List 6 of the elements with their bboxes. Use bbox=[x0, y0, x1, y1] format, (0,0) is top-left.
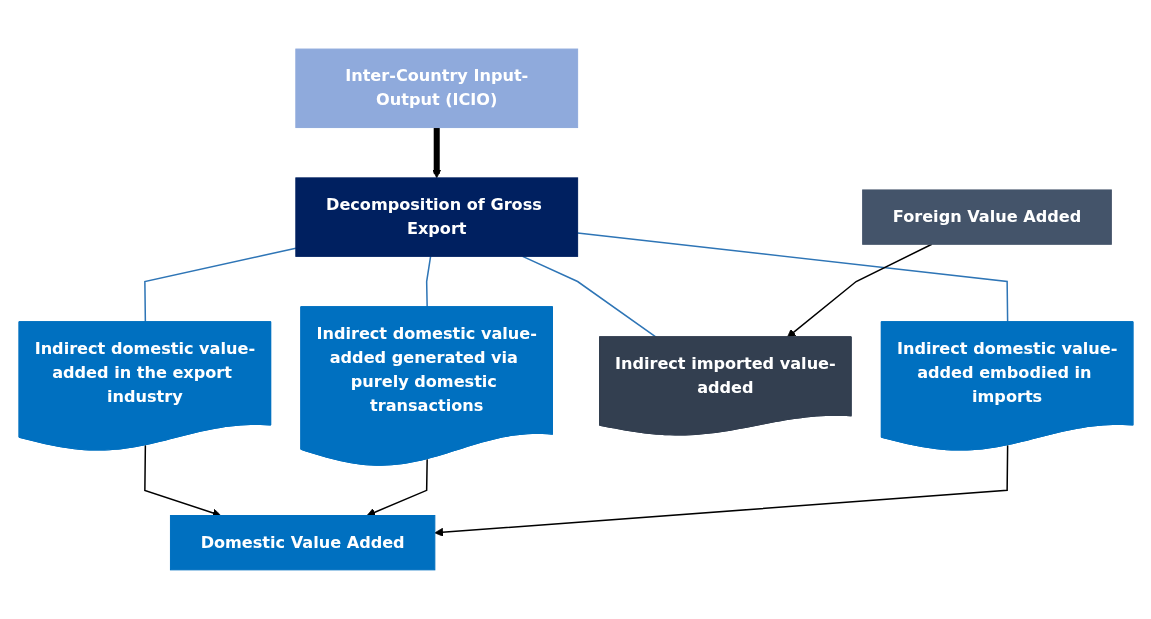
arrow bbox=[431, 127, 441, 179]
node-box: Decomposition of Gross Export bbox=[294, 177, 578, 257]
arrow bbox=[366, 458, 428, 517]
node-box: Domestic Value Added bbox=[169, 515, 435, 571]
node-box: Foreign Value Added bbox=[861, 189, 1112, 245]
node-box: Inter-Country Input-Output (ICIO) bbox=[294, 48, 578, 129]
